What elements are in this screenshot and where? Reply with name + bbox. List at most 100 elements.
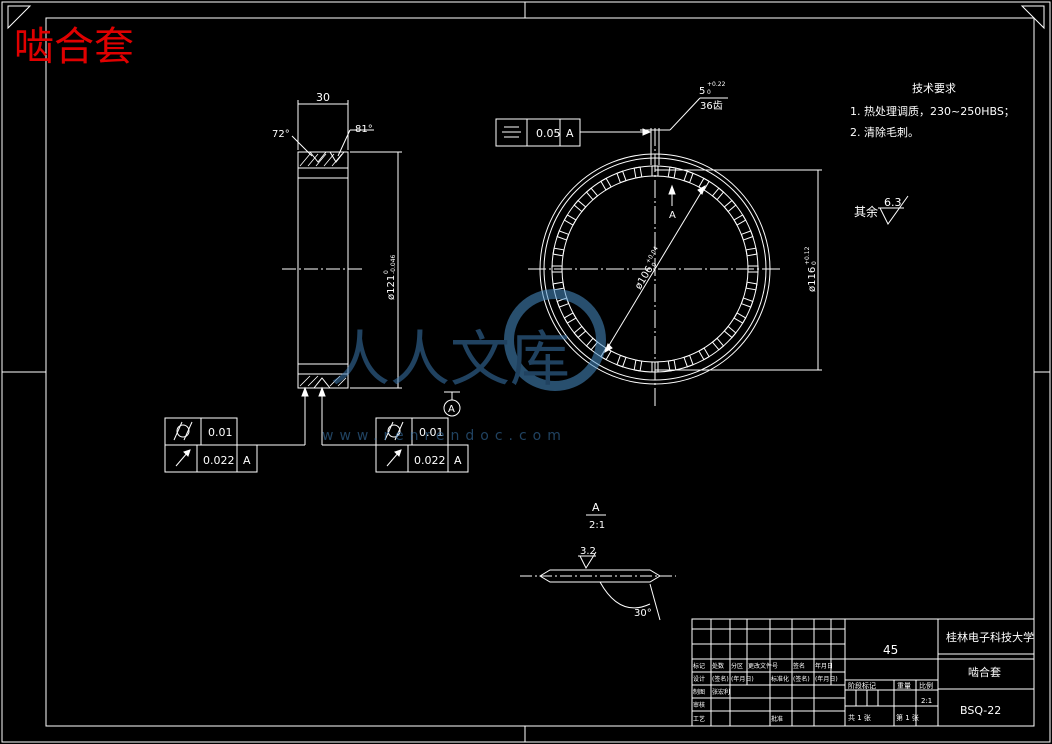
middle-frame-row2-value: 0.022 <box>414 454 446 467</box>
side-width-dimension: 30 <box>316 91 330 104</box>
tb-weight-label: 重量 <box>897 682 911 690</box>
spline-slot <box>616 354 627 368</box>
tb-scale-label: 比例 <box>919 681 933 690</box>
title-block <box>691 618 1035 727</box>
spline-slot <box>552 281 565 291</box>
tb-header-0: 标记 <box>693 662 705 670</box>
tb-header-5: 年月日 <box>815 662 833 670</box>
outer-tol-upper: +0.12 <box>804 246 811 265</box>
spline-slot <box>698 347 710 361</box>
inner-tol-lower: 0 <box>650 261 658 268</box>
spline-slot <box>733 312 747 324</box>
spline-slot <box>600 177 612 191</box>
tb-header-2: 分区 <box>731 662 743 670</box>
spline-slot <box>616 170 627 184</box>
tb-sheet-no: 第 1 张 <box>896 713 919 722</box>
side-view <box>282 100 402 389</box>
spline-slot <box>745 247 758 257</box>
spline-slot <box>556 230 570 241</box>
tb-design-0: 设计 <box>693 675 705 683</box>
roughness-value: 6.3 <box>884 196 902 209</box>
spline-slot <box>711 187 725 201</box>
spline-slot <box>633 359 643 372</box>
spline-slot <box>563 312 577 324</box>
spline-slot <box>563 214 577 226</box>
left-frame-row2-datum: A <box>243 454 251 467</box>
side-diameter-value: ø121 <box>386 275 397 300</box>
middle-frame-row2-datum: A <box>454 454 462 467</box>
watermark: 人人文库 www.renrendoc.com <box>322 289 606 444</box>
detail-view: A 2:1 3.2 30° <box>520 501 676 621</box>
slot-tol-lower: 0 <box>707 89 711 96</box>
tb-stage-label: 阶段标记 <box>848 681 876 690</box>
tb-design-3: 标准化 <box>771 675 789 683</box>
symmetry-frame-datum: A <box>566 127 574 140</box>
front-view <box>495 97 822 408</box>
spline-slot <box>723 199 737 213</box>
orientation-marks <box>7 5 1045 30</box>
spline-slot <box>573 325 587 339</box>
spline-slot <box>740 297 754 308</box>
watermark-url: www.renrendoc.com <box>322 428 567 444</box>
title-block-text: 45 桂林电子科技大学 啮合套 BSQ-22 2:1 阶段标记 重量 比例 共 … <box>693 630 1034 723</box>
tb-design-1: (签名) <box>712 675 729 683</box>
tech-requirements-title: 技术要求 <box>912 82 956 95</box>
tb-design-4: (签名) <box>793 675 810 683</box>
detail-scale: 2:1 <box>589 520 605 531</box>
slot-count: 36齿 <box>700 100 723 112</box>
tb-row5-0: 工艺 <box>693 715 705 723</box>
spline-slot <box>711 337 725 351</box>
tb-design-2: (年月日) <box>731 675 754 683</box>
tolerance-frame-middle: 0.01 0.022 A A <box>318 386 469 473</box>
spline-slot <box>633 166 643 179</box>
tb-sheet-total: 共 1 张 <box>848 713 871 722</box>
detail-angle: 30° <box>634 608 652 619</box>
material-value: 45 <box>883 643 898 657</box>
outer-tol-lower: 0 <box>811 261 818 265</box>
spline-slot <box>667 166 677 179</box>
spline-slot <box>552 247 565 257</box>
tb-row5-3: 批准 <box>771 715 783 723</box>
watermark-text: 人人文库 <box>330 325 570 395</box>
part-name: 啮合套 <box>968 665 1001 679</box>
outer-diameter-value: ø116 <box>807 267 818 292</box>
inner-diameter-value: ø106 <box>633 264 655 291</box>
spline-slot <box>723 325 737 339</box>
tb-row3-1: 张宏利 <box>712 688 730 696</box>
tech-requirement-2: 2. 清除毛刺。 <box>850 125 919 139</box>
tb-header-3: 更改文件号 <box>748 662 778 670</box>
tb-header-4: 签名 <box>793 662 805 670</box>
middle-frame-row1-value: 0.01 <box>419 426 444 439</box>
roughness-note: 其余 6.3 <box>854 195 909 225</box>
side-diameter-label: ø121 0 -0.046 <box>383 254 397 300</box>
spline-slot <box>683 354 694 368</box>
tech-requirement-1: 1. 热处理调质，230~250HBS； <box>850 105 1015 118</box>
detail-roughness: 3.2 <box>580 546 596 557</box>
tb-row3-0: 制图 <box>693 688 705 696</box>
roughness-label: 其余 <box>854 204 878 219</box>
side-diameter-tol-lower: -0.046 <box>390 254 397 274</box>
tb-design-5: (年月日) <box>815 675 838 683</box>
datum-symbol-letter: A <box>448 404 455 415</box>
tolerance-frame-left: 0.01 0.022 A <box>164 386 309 473</box>
inner-diameter-label: ø106 +0.04 0 <box>633 245 660 291</box>
university-name: 桂林电子科技大学 <box>946 630 1034 644</box>
red-stamp-title: 啮合套 <box>14 24 134 70</box>
side-angle-right: 81° <box>355 124 373 135</box>
left-frame-row1-value: 0.01 <box>208 426 233 439</box>
side-diameter-tol-upper: 0 <box>383 270 390 274</box>
detail-title: A <box>592 501 600 514</box>
detail-marker-letter: A <box>669 210 676 221</box>
slot-width-dim: 5 <box>699 86 705 97</box>
spline-slot <box>573 199 587 213</box>
spline-slot <box>585 187 599 201</box>
spline-slot <box>585 337 599 351</box>
spline-slot <box>745 281 758 291</box>
spline-slot <box>740 230 754 241</box>
spline-slot <box>667 359 677 372</box>
spline-slot <box>683 170 694 184</box>
outer-diameter-label: ø116 +0.12 0 <box>804 246 818 292</box>
spline-slot <box>733 214 747 226</box>
